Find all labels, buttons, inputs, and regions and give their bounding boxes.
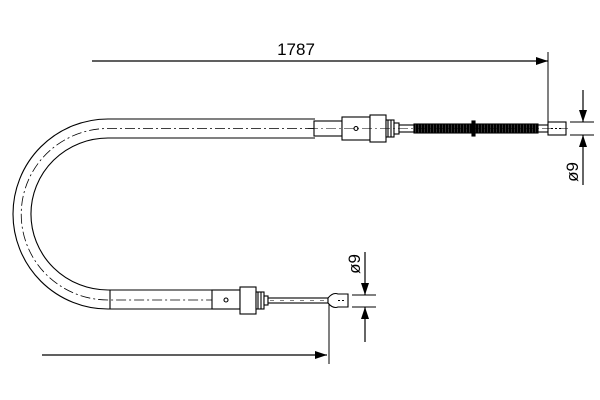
bottom-end-fitting <box>211 286 349 315</box>
length-label: 1787 <box>277 40 315 59</box>
top-end-fitting <box>308 114 568 143</box>
bottom-diameter-dimension: ø9 <box>345 252 376 342</box>
top-diameter-label: ø9 <box>563 162 582 182</box>
overall-length-dimension: 1787 <box>92 40 549 128</box>
bottom-dimension-line <box>42 300 330 364</box>
top-diameter-dimension: ø9 <box>563 90 594 185</box>
cable-sheath <box>12 118 320 310</box>
bottom-diameter-label: ø9 <box>345 254 364 274</box>
